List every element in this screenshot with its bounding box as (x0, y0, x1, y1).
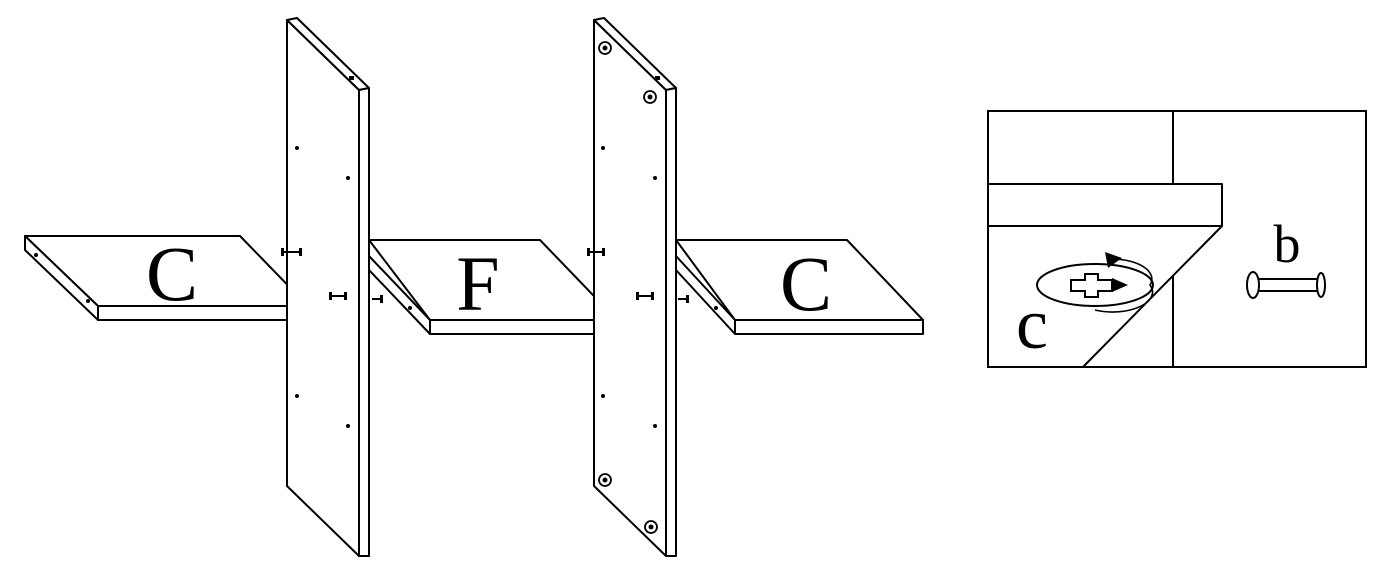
cam-bolt-icon (329, 292, 347, 300)
left-shelf-label: C (146, 230, 198, 317)
detail-inset: c b (987, 110, 1367, 368)
cam-bolt-icon (281, 248, 302, 256)
cam-bolt-icon (636, 292, 654, 300)
cam-lock-icon (643, 90, 657, 104)
detail-cam-label: c (1016, 284, 1048, 364)
cam-bolt-icon (372, 295, 383, 303)
left-shelf-c: C (24, 230, 309, 321)
cam-lock-icon (1036, 263, 1154, 307)
detail-bolt-label: b (1274, 214, 1301, 274)
middle-shelf-label: F (456, 240, 499, 327)
cam-bolt-icon (1246, 271, 1326, 299)
right-side-panel (593, 17, 677, 557)
cam-lock-icon (644, 520, 658, 534)
left-side-panel (286, 17, 370, 557)
cam-lock-icon (598, 41, 612, 55)
cam-lock-icon (598, 473, 612, 487)
cam-bolt-icon (678, 295, 689, 303)
rotation-arrow-icon (1094, 252, 1154, 313)
right-shelf-c: C (675, 239, 924, 335)
middle-shelf-f: F (368, 239, 618, 335)
right-shelf-label: C (780, 240, 832, 327)
cam-bolt-icon (587, 248, 605, 256)
